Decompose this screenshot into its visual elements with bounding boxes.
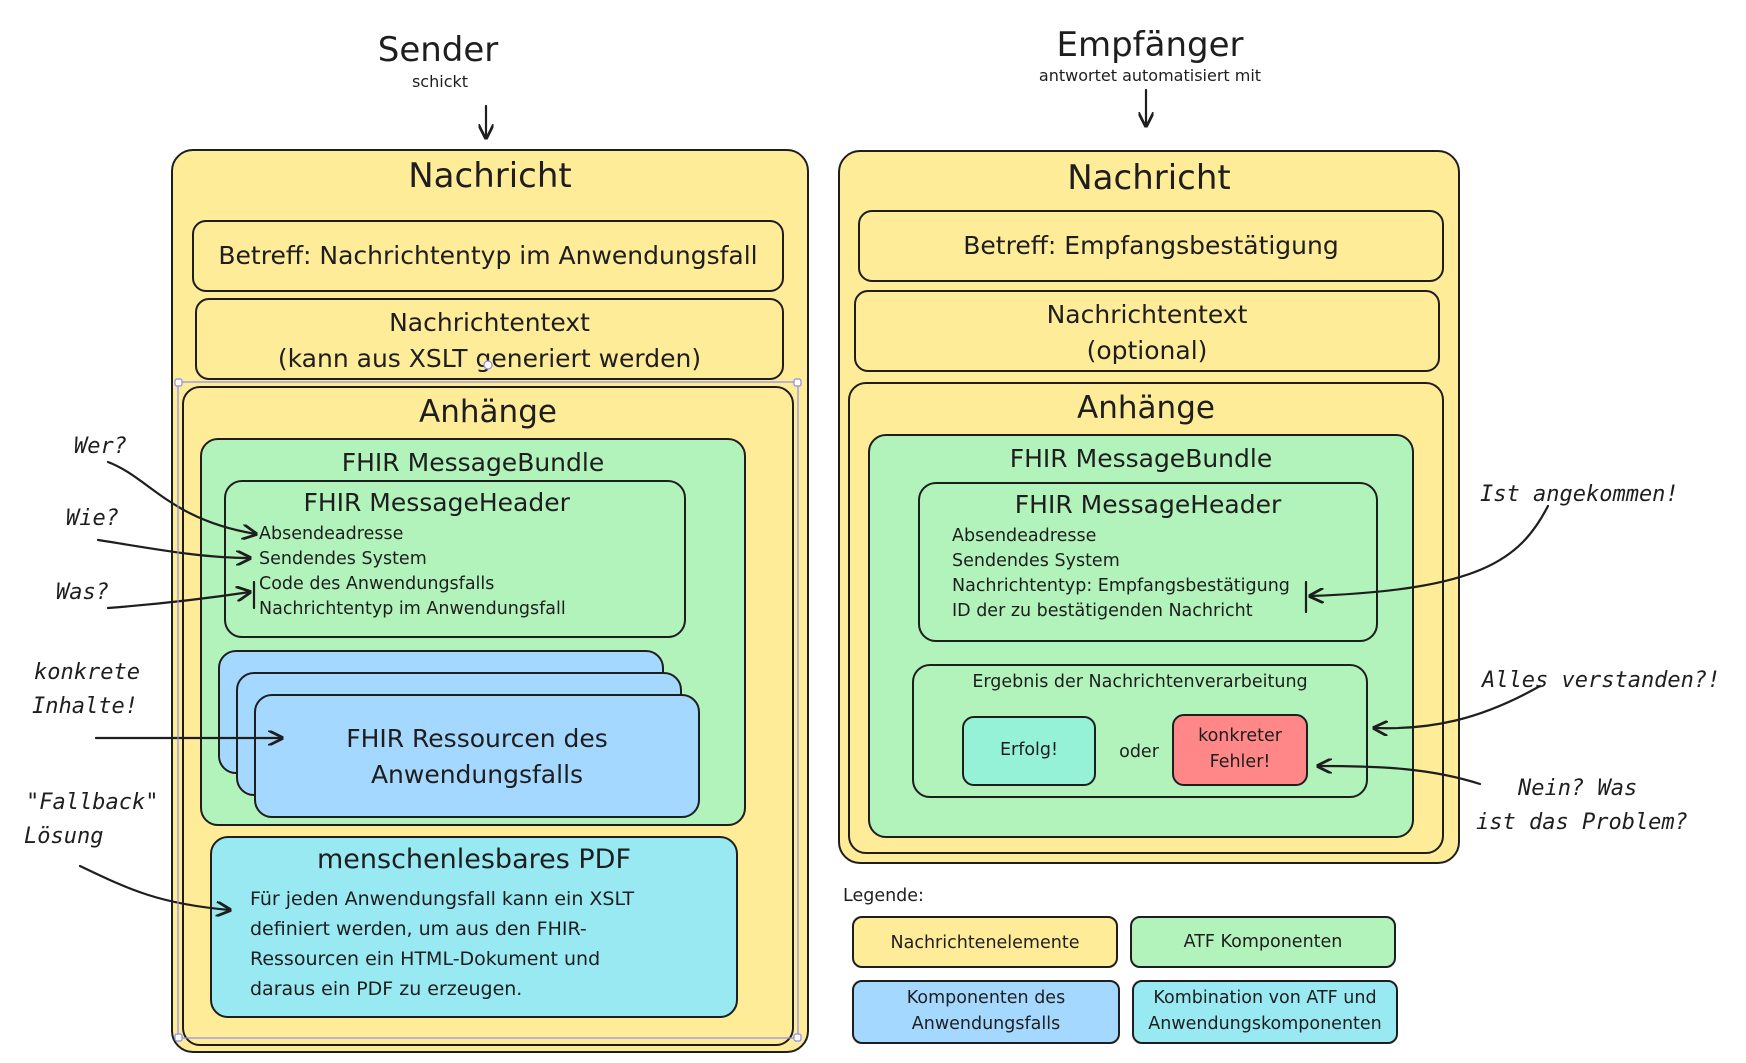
sender-resources-line1: FHIR Ressourcen des (346, 724, 608, 753)
legend-item: ATF Komponenten (1130, 916, 1396, 968)
annotation-fallback-line1: "Fallback" (26, 790, 159, 815)
arrow-angekommen (1310, 504, 1550, 596)
sender-pdf-line: Ressourcen ein HTML-Dokument und (250, 948, 601, 970)
legend-item: Nachrichtenelemente (852, 916, 1118, 968)
annotation-verstanden: Alles verstanden?! (1482, 668, 1721, 693)
sender-text-line1: Nachrichtentext (389, 308, 590, 337)
legend-title: Legende: (843, 886, 924, 906)
receiver-header-field: Sendendes System (952, 551, 1120, 571)
receiver-title: Empfänger (1056, 25, 1244, 65)
success-label: Erfolg! (999, 740, 1059, 760)
annotation-wie: Wie? (66, 506, 119, 531)
receiver-subject-box: Betreff: Empfangsbestätigung (858, 210, 1444, 282)
sender-attachments-title: Anhänge (419, 394, 557, 430)
sender-resources-line2: Anwendungsfalls (370, 760, 584, 789)
selection-handle (483, 360, 493, 370)
sender-pdf-box: menschenlesbares PDF Für jeden Anwendung… (210, 836, 738, 1018)
receiver-text-line1: Nachrichtentext (1046, 300, 1248, 329)
legend-label: Komponenten des (906, 988, 1066, 1008)
receiver-result-box: Ergebnis der Nachrichtenverarbeitung Erf… (912, 664, 1368, 798)
selection-handle (174, 378, 183, 387)
sender-pdf-line: daraus ein PDF zu erzeugen. (250, 978, 523, 1000)
receiver-result-title: Ergebnis der Nachrichtenverarbeitung (972, 672, 1308, 692)
sender-pdf-line: Für jeden Anwendungsfall kann ein XSLT (250, 888, 635, 910)
annotation-problem-line1: Nein? Was (1518, 776, 1638, 801)
sender-header-title: FHIR MessageHeader (303, 488, 570, 517)
annotation-problem-line2: ist das Problem? (1476, 810, 1688, 835)
sender-header-field: Sendendes System (259, 549, 427, 569)
receiver-text-box: Nachrichtentext (optional) (854, 290, 1440, 372)
sender-resource-card-front: FHIR Ressourcen des Anwendungsfalls (254, 694, 700, 818)
error-badge: konkreter Fehler! (1172, 714, 1308, 786)
sender-header-field: Nachrichtentyp im Anwendungsfall (259, 599, 566, 619)
or-label: oder (1119, 742, 1159, 762)
annotation-inhalte-line2: Inhalte! (32, 694, 138, 719)
receiver-header-title: FHIR MessageHeader (1014, 490, 1282, 519)
arrow-wer (106, 460, 256, 534)
annotation-fallback-line2: Lösung (24, 824, 104, 849)
error-label-line2: Fehler! (1209, 752, 1271, 772)
selection-outline (177, 381, 799, 1039)
selection-handle (174, 1033, 183, 1042)
sender-header-field: Absendeadresse (259, 524, 404, 544)
annotation-was: Was? (56, 580, 109, 605)
receiver-attachments-title: Anhänge (1077, 390, 1215, 426)
annotation-inhalte-line1: konkrete (34, 660, 140, 685)
receiver-header-field: ID der zu bestätigenden Nachricht (952, 601, 1253, 621)
annotation-wer: Wer? (74, 434, 127, 459)
legend-label: ATF Komponenten (1183, 932, 1343, 952)
sender-title: Sender (377, 30, 499, 70)
legend-label: Nachrichtenelemente (890, 933, 1080, 953)
receiver-header-box: FHIR MessageHeader Absendeadresse Senden… (918, 482, 1378, 642)
receiver-text-line2: (optional) (1086, 336, 1208, 365)
receiver-header-field: Absendeadresse (952, 526, 1097, 546)
selection-handle (793, 1033, 802, 1042)
legend-label: Anwendungsfalls (911, 1014, 1061, 1034)
annotation-angekommen: Ist angekommen! (1480, 482, 1679, 507)
legend-item: Kombination von ATF und Anwendungskompon… (1132, 980, 1398, 1044)
sender-pdf-line: definiert werden, um aus den FHIR- (250, 918, 587, 940)
arrow-fallback (78, 864, 230, 910)
sender-header-field: Code des Anwendungsfalls (259, 574, 495, 594)
arrow-was (106, 592, 250, 610)
sender-bundle-title: FHIR MessageBundle (341, 448, 605, 477)
arrow-problem (1318, 766, 1482, 786)
error-label-line1: konkreter (1198, 726, 1282, 746)
receiver-header-field: Nachrichtentyp: Empfangsbestätigung (952, 576, 1290, 596)
sender-message-title: Nachricht (408, 156, 572, 196)
legend-label: Kombination von ATF und (1153, 988, 1377, 1008)
sender-subject: Betreff: Nachrichtentyp im Anwendungsfal… (218, 241, 758, 270)
receiver-bundle-title: FHIR MessageBundle (1009, 444, 1273, 473)
receiver-subtitle: antwortet automatisiert mit (1038, 66, 1262, 85)
receiver-subject: Betreff: Empfangsbestätigung (963, 231, 1339, 260)
sender-subtitle: schickt (411, 72, 469, 91)
legend-label: Anwendungskomponenten (1148, 1014, 1382, 1034)
selection-handle (793, 378, 802, 387)
receiver-message-title: Nachricht (1067, 158, 1231, 198)
sender-header-box: FHIR MessageHeader Absendeadresse Senden… (224, 480, 686, 638)
success-badge: Erfolg! (962, 716, 1096, 786)
arrow-wie (96, 538, 250, 558)
sender-subject-box: Betreff: Nachrichtentyp im Anwendungsfal… (192, 220, 784, 292)
sender-pdf-title: menschenlesbares PDF (316, 844, 631, 875)
arrow-verstanden (1374, 684, 1542, 728)
legend-item: Komponenten des Anwendungsfalls (852, 980, 1120, 1044)
